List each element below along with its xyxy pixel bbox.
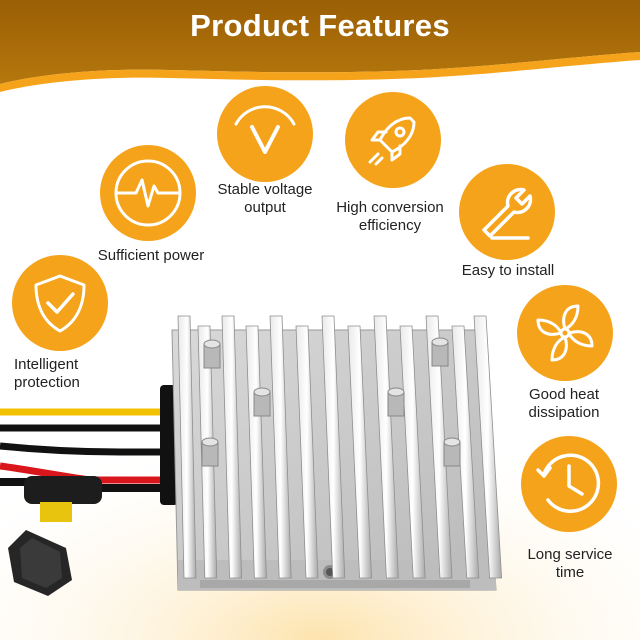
heatsink-fin (295, 325, 319, 579)
stable-voltage-badge (217, 86, 313, 182)
mounting-stud (203, 339, 221, 369)
heatsink-fin (451, 325, 480, 579)
heatsink-fin (347, 325, 373, 579)
intelligent-protection-label: Intelligent protection (14, 356, 80, 391)
heatsink-fin (399, 325, 426, 579)
long-service-label: Long service time (527, 546, 613, 581)
heatsink-fin (473, 315, 503, 579)
long-service-badge (521, 436, 617, 532)
easy-install-label: Easy to install (461, 262, 555, 279)
fan-icon (536, 304, 594, 362)
mounting-stud (201, 437, 219, 467)
mounting-stud (431, 337, 449, 367)
high-conversion-badge (345, 92, 441, 188)
heatsink-fin (425, 315, 453, 579)
heatsink-fin (245, 325, 267, 579)
sufficient-power-badge (100, 145, 196, 241)
rocket-icon (368, 116, 416, 166)
shield-check-icon (34, 274, 86, 333)
heatsink-fin (269, 315, 292, 579)
heatsink-fin (321, 315, 346, 579)
wrench-icon (482, 187, 533, 240)
fuse-holder (8, 476, 102, 596)
mounting-stud (387, 387, 405, 417)
banner-accent-wave (0, 52, 640, 92)
high-conversion-label: High conversion efficiency (336, 199, 444, 234)
easy-install-badge (459, 164, 555, 260)
stable-voltage-label: Stable voltage output (217, 181, 313, 216)
clock-icon (536, 453, 601, 513)
mounting-stud (253, 387, 271, 417)
intelligent-protection-badge (12, 255, 108, 351)
heat-dissipation-badge (517, 285, 613, 381)
heat-dissipation-label: Good heat dissipation (528, 386, 600, 421)
gauge-v-icon (234, 105, 296, 126)
pulse-icon (114, 178, 182, 208)
mounting-stud (443, 437, 461, 467)
page-title: Product Features (190, 8, 450, 43)
sufficient-power-label: Sufficient power (97, 247, 205, 264)
heatsink-fin (221, 315, 243, 579)
heatsink-fins (177, 315, 503, 579)
header-banner (0, 0, 640, 84)
heatsink-fin (177, 315, 197, 579)
mounting-studs (201, 337, 461, 467)
heatsink-fin (373, 315, 399, 579)
